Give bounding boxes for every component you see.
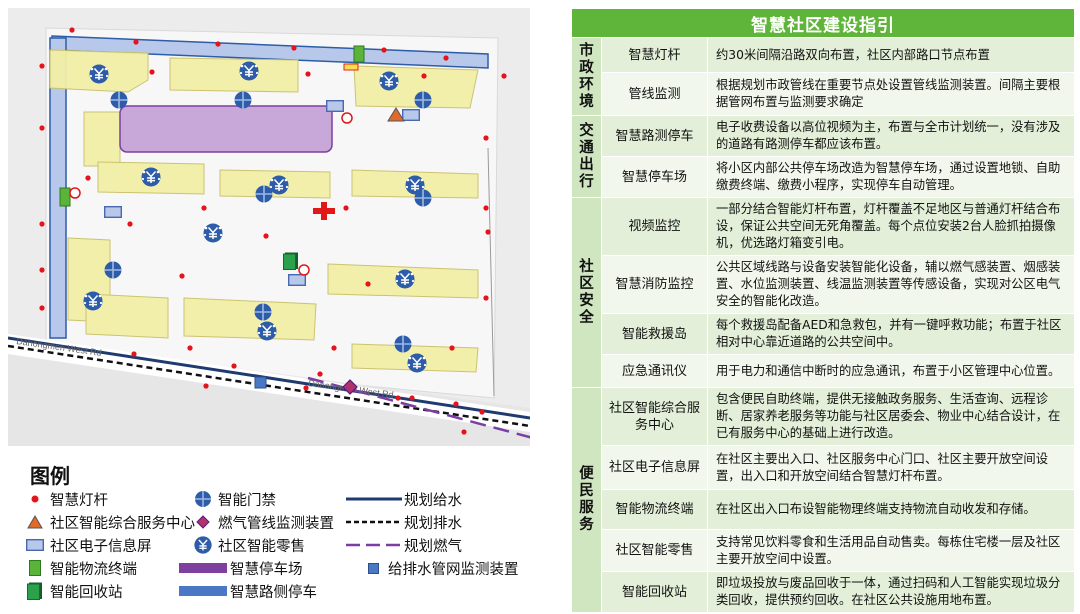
item-desc: 公共区域线路与设备安装智能化设备，辅以燃气感装置、烟感装置、水位监测装置、线温监… — [707, 255, 1075, 314]
smart-parking-lot — [119, 105, 333, 153]
table-row: 便民服务 社区智能综合服务中心 包含便民自助终端，提供无接触政务服务、生活查询、… — [571, 387, 1075, 613]
category-municipal: 市政环境 — [571, 37, 602, 116]
item-name: 视频监控 — [601, 197, 708, 256]
legend-item-info-screen: 社区电子信息屏 — [20, 534, 152, 556]
item-name: 社区智能综合服务中心 — [601, 387, 708, 446]
legend-title: 图例 — [30, 464, 70, 488]
item-name: 智能回收站 — [601, 571, 708, 613]
table-row: 智慧消防监控 公共区域线路与设备安装智能化设备，辅以燃气感装置、烟感装置、水位监… — [572, 255, 1075, 314]
table-row: 应急通讯仪 用于电力和通信中断时的应急通讯，布置于小区管理中心位置。 — [572, 354, 1075, 388]
item-desc: 支持常见饮料零食和生活用品自动售卖。每栋住宅楼一层及社区主要开放空间中设置。 — [707, 529, 1075, 572]
black-dashed-line-icon — [344, 511, 404, 533]
diamond-icon — [188, 511, 218, 533]
logistics-terminal-icons — [59, 45, 365, 207]
screen-rect-icon — [20, 534, 50, 556]
recycle-station-icon — [283, 252, 299, 270]
community-site-plan-map: Dahongmen West Rd Dahongmen West Rd — [8, 8, 530, 446]
gate-cross-circle-icon — [188, 488, 218, 510]
item-name: 智能物流终端 — [601, 489, 708, 530]
item-desc: 每个救援岛配备AED和急救包，并有一键呼救功能；布置于社区相对中心靠近道路的公共… — [707, 313, 1075, 355]
table-row: 社区电子信息屏 在社区主要出入口、社区服务中心门口、社区主要开放空间设置，出入口… — [572, 445, 1075, 490]
category-safety: 社区安全 — [571, 197, 602, 388]
legend-item-smart-lamp: 智慧灯杆 — [20, 488, 108, 510]
legend-item-gate: 智能门禁 — [188, 488, 276, 510]
item-desc: 在社区出入口布设智能物理终端支持物流自动收发和存储。 — [707, 489, 1075, 530]
table-row: 社区安全 视频监控 一部分结合智能灯杆布置，灯杆覆盖不足地区与普通灯杆结合布设，… — [571, 197, 1075, 388]
legend-item-logistics: 智能物流终端 — [20, 557, 137, 579]
legend-item-roadside-parking: 智慧路侧停车 — [176, 580, 317, 602]
smart-lamp-post-dots — [39, 27, 507, 435]
item-desc: 约30米间隔沿路双向布置，社区内部路口节点布置 — [707, 37, 1075, 73]
item-name: 智慧消防监控 — [601, 255, 708, 314]
table-row: 交通出行 智慧路测停车 电子收费设备以高位视频为主，布置与全市计划统一，没有涉及… — [571, 115, 1075, 198]
item-name: 社区智能零售 — [601, 529, 708, 572]
table-row: 管线监测 根据规划市政管线在重要节点处设置管线监测装置。间隔主要根据管网布置与监… — [572, 72, 1075, 116]
table-row: 市政环境 智慧灯杆 约30米间隔沿路双向布置，社区内部路口节点布置 — [571, 37, 1075, 116]
legend-item-pipe-monitor: 给排水管网监测装置 — [358, 557, 519, 579]
item-name: 管线监测 — [601, 72, 708, 116]
table-row: 社区智能零售 支持常见饮料零食和生活用品自动售卖。每栋住宅楼一层及社区主要开放空… — [572, 529, 1075, 572]
planned-drainage-line — [8, 344, 530, 428]
legend-item-gas: 规划燃气 — [344, 534, 462, 556]
green-box-icon — [20, 557, 50, 579]
service-center-icon — [387, 107, 405, 122]
legend-item-service-center: 社区智能综合服务中心 — [20, 511, 195, 533]
item-name: 智慧路测停车 — [601, 115, 708, 157]
item-name: 应急通讯仪 — [601, 354, 708, 388]
item-name: 智慧停车场 — [601, 156, 708, 198]
legend-item-gas-monitor: 燃气管线监测装置 — [188, 511, 334, 533]
purple-dashed-line-icon — [344, 534, 404, 556]
item-desc: 电子收费设备以高位视频为主，布置与全市计划统一，没有涉及的道路有路测停车都应该布… — [707, 115, 1075, 157]
legend-item-water-supply: 规划给水 — [344, 488, 462, 510]
legend-item-drainage: 规划排水 — [344, 511, 462, 533]
navy-line-icon — [344, 488, 404, 510]
small-blue-square-icon — [358, 557, 388, 579]
monitor-ring-icons — [69, 112, 353, 276]
legend-item-retail: 社区智能零售 — [188, 534, 305, 556]
rescue-island-icon — [313, 202, 335, 220]
gas-monitor-icon — [342, 379, 358, 395]
category-transport: 交通出行 — [571, 115, 602, 198]
red-dot-icon — [20, 488, 50, 510]
table-row: 智能救援岛 每个救援岛配备AED和急救包，并有一键呼救功能；布置于社区相对中心靠… — [572, 313, 1075, 355]
yen-circle-icon — [188, 534, 218, 556]
planned-water-supply-line — [8, 336, 530, 420]
pipe-monitor-icon — [254, 376, 267, 389]
item-desc: 一部分结合智能灯杆布置，灯杆覆盖不足地区与普通灯杆结合布设，保证公共空间无死角覆… — [707, 197, 1075, 256]
table-row: 智慧停车场 将小区内部公共停车场改造为智慧停车场，通过设置地锁、自助缴费终端、缴… — [572, 156, 1075, 198]
item-desc: 用于电力和通信中断时的应急通讯，布置于小区管理中心位置。 — [707, 354, 1075, 388]
purple-bar-icon — [176, 557, 230, 579]
triangle-icon — [20, 511, 50, 533]
item-desc: 在社区主要出入口、社区服务中心门口、社区主要开放空间设置，出入口和开放空间结合智… — [707, 445, 1075, 490]
item-desc: 即垃圾投放与废品回收于一体，通过扫码和人工智能实现垃圾分类回收，提供预约回收。在… — [707, 571, 1075, 613]
table-row: 智能回收站 即垃圾投放与废品回收于一体，通过扫码和人工智能实现垃圾分类回收，提供… — [572, 571, 1075, 613]
planned-gas-line — [307, 376, 530, 439]
item-name: 智慧灯杆 — [601, 37, 708, 73]
item-desc: 包含便民自助终端，提供无接触政务服务、生活查询、远程诊断、居家养老服务等功能与社… — [707, 387, 1075, 446]
legend-item-smart-parking: 智慧停车场 — [176, 557, 303, 579]
legend-item-recycle: 智能回收站 — [20, 580, 123, 602]
item-desc: 将小区内部公共停车场改造为智慧停车场，通过设置地锁、自助缴费终端、缴费小程序，实… — [707, 156, 1075, 198]
recycle-box-icon — [20, 580, 50, 602]
category-convenience: 便民服务 — [571, 387, 602, 613]
item-desc: 根据规划市政管线在重要节点处设置管线监测装置。间隔主要根据管网布置与监测要求确定 — [707, 72, 1075, 116]
map-legend: 图例 智慧灯杆 社区智能综合服务中心 社区电子信息屏 智能物流终端 智能回收站 … — [8, 452, 568, 612]
construction-guide-table: 智慧社区建设指引 市政环境 智慧灯杆 约30米间隔沿路双向布置，社区内部路口节点… — [571, 8, 1075, 613]
table-row: 智能物流终端 在社区出入口布设智能物理终端支持物流自动收发和存储。 — [572, 489, 1075, 530]
item-name: 智能救援岛 — [601, 313, 708, 355]
item-name: 社区电子信息屏 — [601, 445, 708, 490]
blue-bar-icon — [176, 580, 230, 602]
guide-title: 智慧社区建设指引 — [571, 8, 1075, 38]
